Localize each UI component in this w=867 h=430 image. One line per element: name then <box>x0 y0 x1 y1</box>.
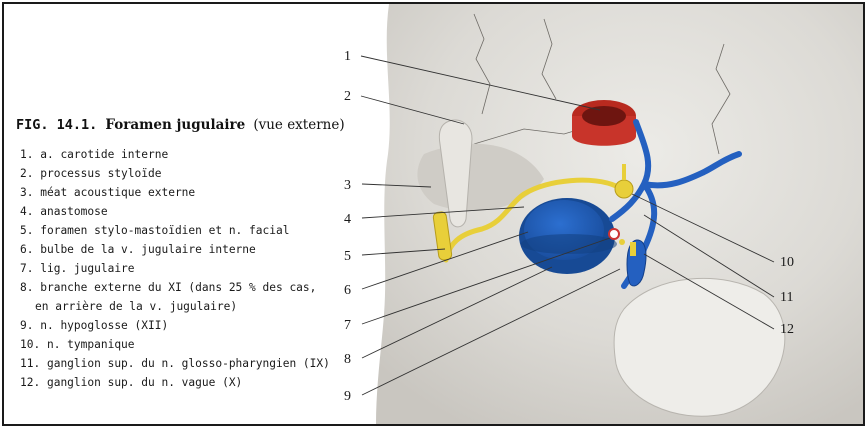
figure-note: (vue externe) <box>253 117 344 133</box>
callout-4: 4 <box>344 212 351 227</box>
callout-6: 6 <box>344 283 351 298</box>
legend-item: 9. n. hypoglosse (XII) <box>20 316 336 335</box>
legend-item: 4. anastomose <box>20 202 336 221</box>
legend-item: 5. foramen stylo-mastoïdien et n. facial <box>20 221 336 240</box>
vagus-ganglion-marker <box>630 242 636 256</box>
legend-item: 3. méat acoustique externe <box>20 183 336 202</box>
jugular-ligament <box>609 229 619 239</box>
callout-2: 2 <box>344 89 351 104</box>
callout-1: 1 <box>344 49 351 64</box>
hypoglossal-detail <box>619 239 625 245</box>
legend-item: 1. a. carotide interne <box>20 145 336 164</box>
callout-11: 11 <box>780 290 793 305</box>
legend-item: 2. processus styloïde <box>20 164 336 183</box>
carotid-artery-lumen <box>582 106 626 126</box>
legend-list: 1. a. carotide interne 2. processus styl… <box>16 145 336 392</box>
legend: FIG. 14.1. Foramen jugulaire (vue extern… <box>16 117 336 392</box>
callout-3: 3 <box>344 178 351 193</box>
occipital-condyle <box>614 278 785 416</box>
legend-item: 12. ganglion sup. du n. vague (X) <box>20 373 336 392</box>
callout-10: 10 <box>780 255 794 270</box>
legend-item: 11. ganglion sup. du n. glosso-pharyngie… <box>20 354 336 373</box>
legend-item: 6. bulbe de la v. jugulaire interne <box>20 240 336 259</box>
legend-item: 8. branche externe du XI (dans 25 % des … <box>20 278 336 316</box>
glossopharyngeal-ganglion <box>615 180 633 198</box>
legend-item: 10. n. tympanique <box>20 335 336 354</box>
figure-title: FIG. 14.1. Foramen jugulaire (vue extern… <box>16 117 336 133</box>
callout-7: 7 <box>344 318 351 333</box>
legend-item: 7. lig. jugulaire <box>20 259 336 278</box>
callout-9: 9 <box>344 389 351 404</box>
callout-12: 12 <box>780 322 794 337</box>
jugular-vein-shadow <box>521 234 617 254</box>
callout-8: 8 <box>344 352 351 367</box>
figure-number: FIG. 14.1. <box>16 117 97 133</box>
figure-name: Foramen jugulaire <box>105 117 245 133</box>
callout-5: 5 <box>344 249 351 264</box>
